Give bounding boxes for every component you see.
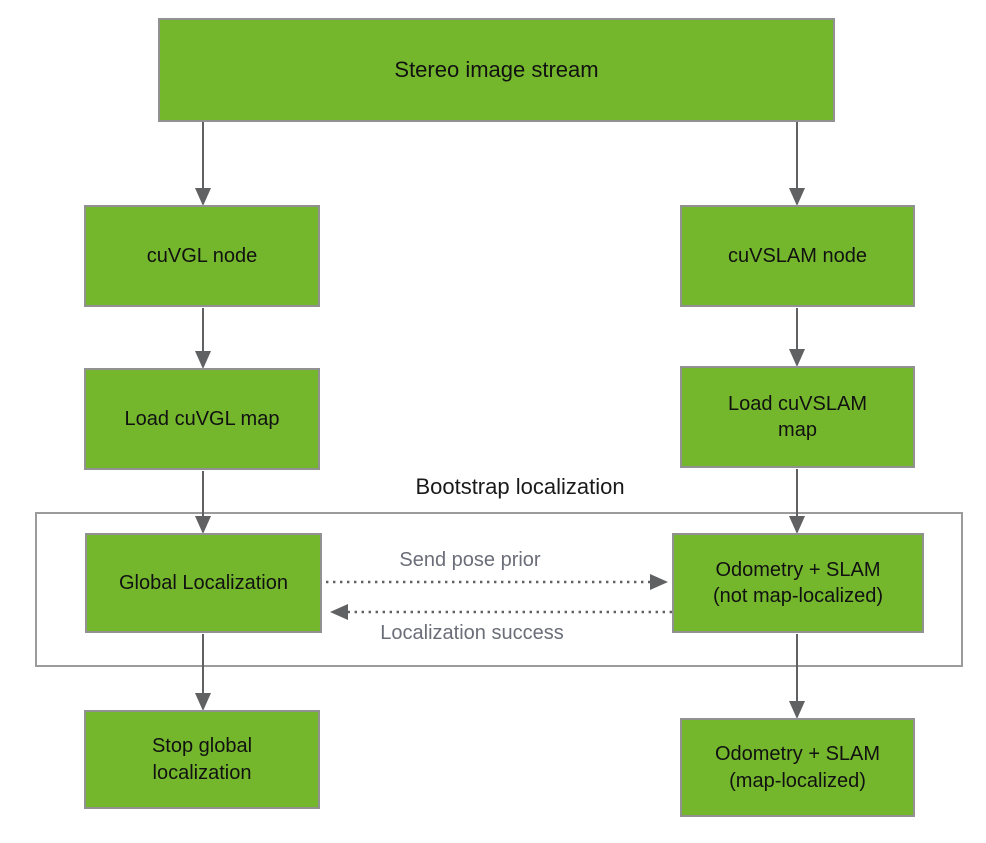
edge-label-localization-success: Localization success	[380, 622, 564, 644]
node-odometry-map-localized: Odometry + SLAM (map-localized)	[680, 718, 915, 817]
node-stop-global-localization: Stop global localization	[84, 710, 320, 809]
arrowhead-stereo-to-cuvgl	[195, 188, 211, 206]
arrowhead-globalloc-to-stop	[195, 693, 211, 711]
node-cuvslam-node: cuVSLAM node	[680, 205, 915, 307]
node-global-localization: Global Localization	[85, 533, 322, 633]
node-load-cuvgl-map: Load cuVGL map	[84, 368, 320, 470]
bootstrap-localization-label: Bootstrap localization	[415, 474, 625, 499]
arrowhead-cuvslam-to-loadmap	[789, 349, 805, 367]
node-odometry-not-map-localized: Odometry + SLAM (not map-localized)	[672, 533, 924, 633]
node-cuvgl-node: cuVGL node	[84, 205, 320, 307]
arrowhead-stereo-to-cuvslam	[789, 188, 805, 206]
node-load-cuvslam-map: Load cuVSLAM map	[680, 366, 915, 468]
arrowhead-cuvgl-to-loadmap	[195, 351, 211, 369]
arrowhead-odometry-to-localized	[789, 701, 805, 719]
edge-label-send-pose-prior: Send pose prior	[399, 549, 541, 571]
node-stereo-image-stream: Stereo image stream	[158, 18, 835, 122]
bootstrap-localization-group	[35, 512, 963, 667]
